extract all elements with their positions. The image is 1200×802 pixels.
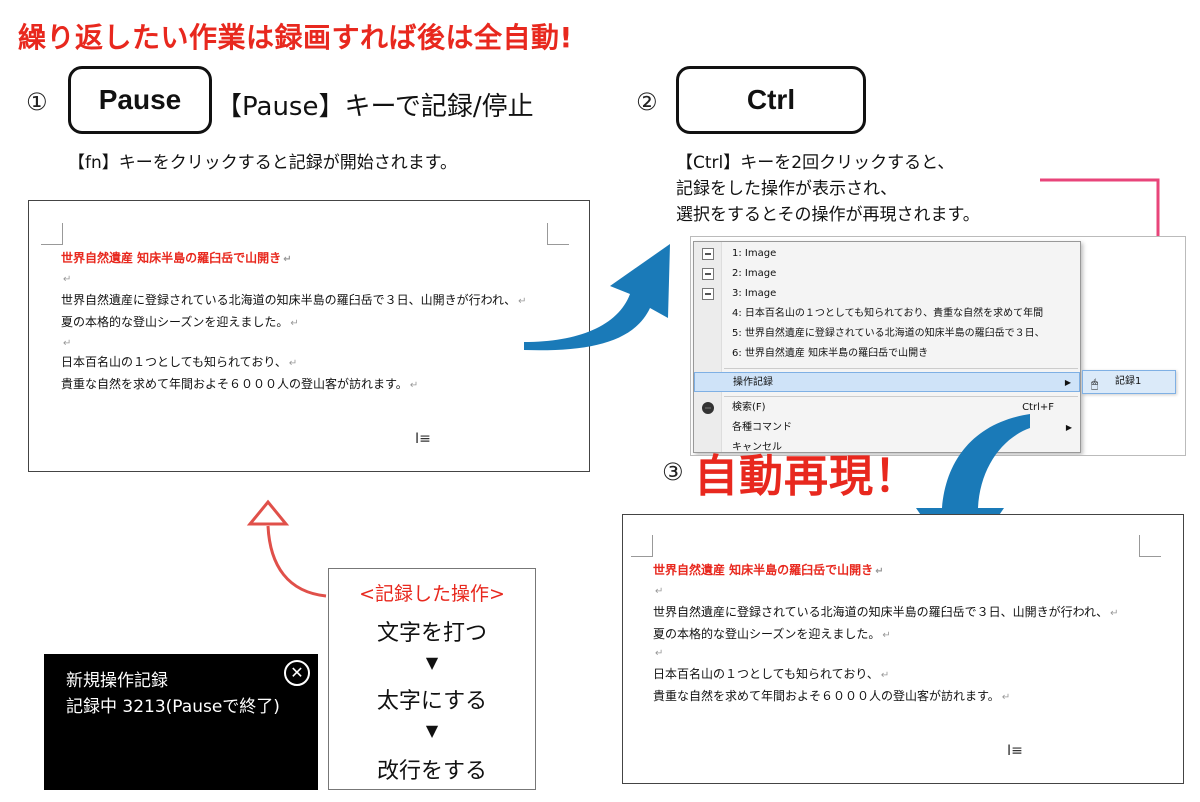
step-number-3: ③ [662, 458, 684, 486]
document-title: 世界自然遺産 知床半島の羅臼岳で山開き↵ [61, 251, 292, 265]
menu-item-image-2[interactable]: 2: Image [694, 264, 1080, 284]
document-line: 夏の本格的な登山シーズンを迎えました。↵ [61, 315, 299, 329]
menu-item-commands[interactable]: 各種コマンド▶ [694, 418, 1080, 438]
recorder-title: 新規操作記録 [66, 671, 168, 691]
document-line: 貴重な自然を求めて年間およそ６０００人の登山客が訪れます。↵ [653, 689, 1011, 703]
document-line: 日本百名山の１つとしても知られており、↵ [61, 355, 298, 369]
document-line: 夏の本格的な登山シーズンを迎えました。↵ [653, 627, 891, 641]
auto-replay-label: 自動再現！ [694, 451, 919, 502]
page-corner-mark [1139, 535, 1161, 557]
image-icon [702, 268, 714, 280]
operation-newline: 改行をする [376, 759, 487, 784]
ctrl-key: Ctrl [676, 66, 866, 134]
menu-item-image-3[interactable]: 3: Image [694, 284, 1080, 304]
step2-note-line: 【Ctrl】キーを2回クリックすると、 [676, 153, 955, 173]
menu-item-text-4[interactable]: 4: 日本百名山の１つとしても知られており、貴重な自然を求めて年間 [732, 308, 1044, 319]
step2-note-line: 記録をした操作が表示され、 [676, 179, 898, 199]
return-mark: ↵ [655, 648, 664, 659]
menu-item-image-1[interactable]: 1: Image [694, 244, 1080, 264]
close-icon[interactable]: ✕ [284, 660, 310, 686]
text-cursor-icon: I≡ [415, 431, 431, 447]
document-line: 日本百名山の１つとしても知られており、↵ [653, 667, 890, 681]
down-triangle-icon: ▼ [425, 653, 439, 672]
menu-item-operation-record[interactable]: 操作記録▶ [694, 372, 1080, 392]
document-line: 貴重な自然を求めて年間およそ６０００人の登山客が訪れます。↵ [61, 377, 419, 391]
recorded-operations-box: <記録した操作> 文字を打つ ▼ 太字にする ▼ 改行をする [328, 568, 536, 790]
blue-arrow-icon [524, 244, 670, 351]
menu-item-search[interactable]: 検索(F)Ctrl+F [694, 398, 1080, 418]
document-line: 世界自然遺産に登録されている北海道の知床半島の羅臼岳で３日、山開きが行われ、↵ [653, 605, 1119, 619]
step2-note-line: 選択をするとその操作が再現されます。 [676, 205, 980, 225]
operation-bold: 太字にする [376, 689, 488, 714]
return-mark: ↵ [63, 274, 72, 285]
chevron-right-icon: ▶ [1064, 378, 1071, 387]
chevron-right-icon: ▶ [1065, 423, 1072, 432]
mouse-icon: 🖱 [1091, 377, 1099, 391]
menu-separator [724, 368, 1078, 369]
text-cursor-icon: I≡ [1007, 743, 1023, 759]
document-line: 世界自然遺産に登録されている北海道の知床半島の羅臼岳で３日、山開きが行われ、↵ [61, 293, 527, 307]
pause-key: Pause [68, 66, 212, 134]
menu-item-text-6[interactable]: 6: 世界自然遺産 知床半島の羅臼岳で山開き [732, 348, 929, 359]
operation-type-text: 文字を打つ [376, 621, 487, 646]
pause-key-label: 【Pause】キーで記録/停止 [216, 92, 534, 122]
replayed-document[interactable]: 世界自然遺産 知床半島の羅臼岳で山開き↵ ↵ 世界自然遺産に登録されている北海道… [622, 514, 1184, 784]
step2-note: 【Ctrl】キーを2回クリックすると、 記録をした操作が表示され、 選択をすると… [676, 150, 980, 228]
return-mark: ↵ [63, 338, 72, 349]
menu-separator [724, 396, 1078, 397]
down-triangle-icon: ▼ [425, 721, 439, 740]
page-corner-mark [41, 223, 63, 245]
page-corner-mark [631, 535, 653, 557]
image-icon [702, 288, 714, 300]
editor-window: 1: Image 2: Image 3: Image 4: 日本百名山の１つとし… [690, 236, 1186, 456]
menu-item-cancel[interactable]: キャンセル [732, 442, 782, 453]
step-number-2: ② [636, 88, 658, 116]
return-mark: ↵ [655, 586, 664, 597]
menu-item-text-5[interactable]: 5: 世界自然遺産に登録されている北海道の知床半島の羅臼岳で３日、 [732, 328, 1045, 339]
recorded-operations-title: <記録した操作> [359, 583, 505, 605]
page-corner-mark [547, 223, 569, 245]
recorder-popup: 新規操作記録 記録中 3213(Pauseで終了) ✕ [44, 654, 318, 790]
recorder-status: 記録中 3213(Pauseで終了) [66, 697, 280, 717]
step1-note: 【fn】キーをクリックすると記録が開始されます。 [68, 153, 458, 173]
headline: 繰り返したい作業は録画すれば後は全自動! [18, 21, 573, 54]
image-icon [702, 248, 714, 260]
source-document[interactable]: 世界自然遺産 知床半島の羅臼岳で山開き↵ ↵ 世界自然遺産に登録されている北海道… [28, 200, 590, 472]
search-icon [702, 402, 714, 414]
submenu-record-1[interactable]: 🖱 記録1 [1082, 370, 1176, 394]
red-outline-arrow-icon [246, 499, 327, 598]
document-title: 世界自然遺産 知床半島の羅臼岳で山開き↵ [653, 563, 884, 577]
step-number-1: ① [26, 88, 48, 116]
